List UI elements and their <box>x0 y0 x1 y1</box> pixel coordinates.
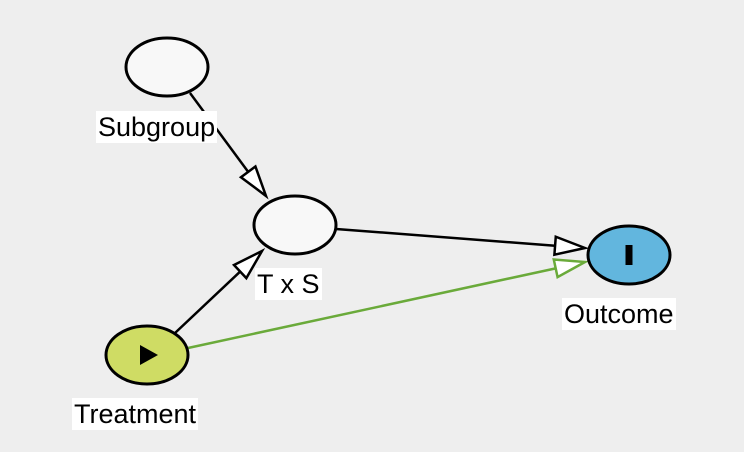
node-ellipse[interactable] <box>124 36 210 98</box>
outcome-bar-icon <box>625 245 633 265</box>
node-label-treatment[interactable]: Treatment <box>72 398 199 430</box>
node-label-subgroup[interactable]: Subgroup <box>96 111 218 143</box>
arrowhead-icon <box>238 164 269 200</box>
arrowhead-icon <box>552 258 590 280</box>
node-label-outcome[interactable]: Outcome <box>562 298 676 330</box>
node-ellipse[interactable] <box>252 194 338 256</box>
node-txs[interactable] <box>252 194 338 256</box>
edge-txs-to-outcome[interactable] <box>335 227 590 257</box>
edge-line[interactable] <box>335 227 556 247</box>
node-outcome[interactable] <box>586 224 672 286</box>
arrowhead-icon <box>231 248 266 281</box>
node-subgroup[interactable] <box>124 36 210 98</box>
node-label-txs[interactable]: T x S <box>255 268 322 300</box>
edge-line[interactable] <box>187 267 556 350</box>
node-treatment[interactable] <box>104 324 190 386</box>
edge-line[interactable] <box>188 92 250 173</box>
edge-subgroup-to-txs[interactable] <box>188 92 269 200</box>
edge-treatment-to-outcome[interactable] <box>187 258 590 350</box>
exposure-play-icon <box>140 345 158 365</box>
arrowhead-icon <box>553 234 590 257</box>
edge-line[interactable] <box>174 270 242 334</box>
edge-treatment-to-txs[interactable] <box>174 248 266 334</box>
